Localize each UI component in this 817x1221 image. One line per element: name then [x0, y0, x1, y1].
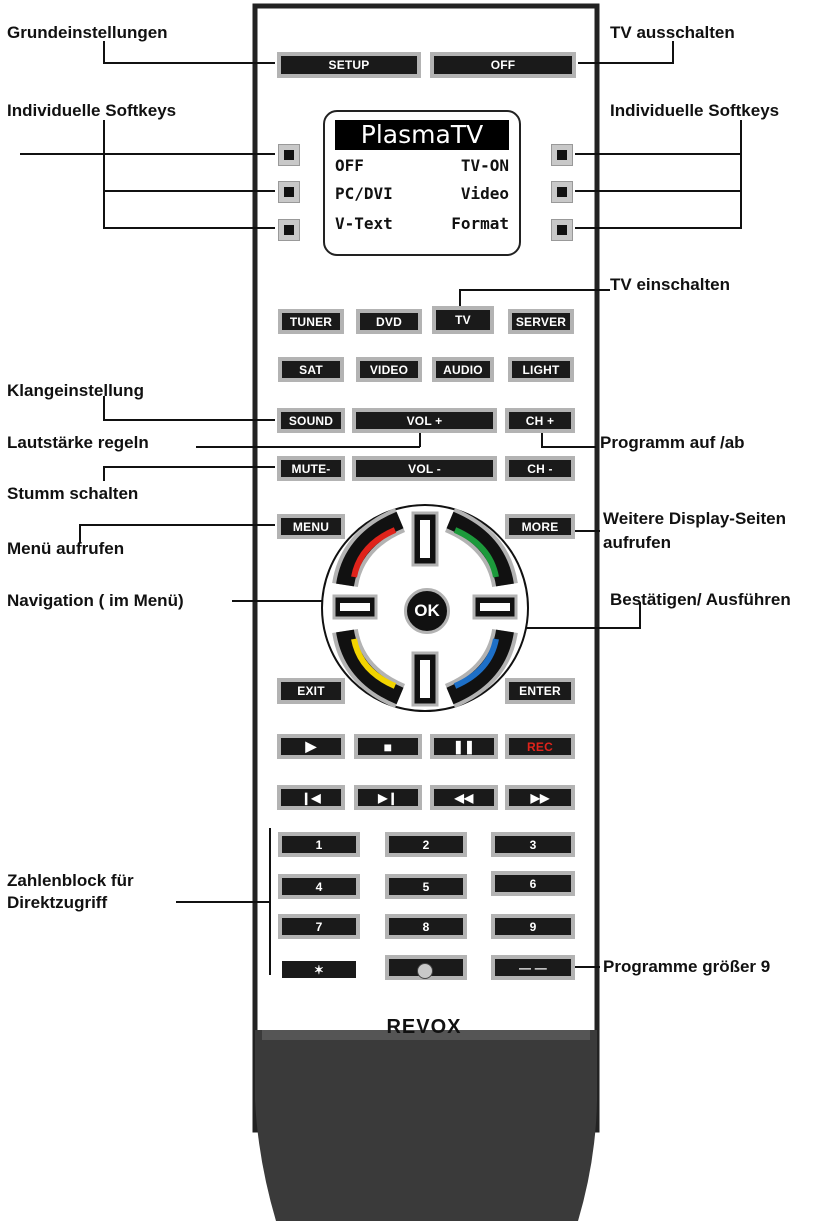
num-2-button[interactable]: 2 — [385, 832, 467, 857]
stop-icon: ■ — [383, 738, 393, 755]
fast-forward-button[interactable]: ▶▶ — [505, 785, 575, 810]
audio-button[interactable]: AUDIO — [432, 357, 494, 382]
setup-button[interactable]: SETUP — [277, 52, 421, 78]
vol-plus-button[interactable]: VOL + — [352, 408, 497, 433]
label-menu: Menü aufrufen — [7, 539, 125, 558]
lcd-row-3-right: Format — [451, 214, 509, 233]
label-tv-ausschalten: TV ausschalten — [610, 23, 735, 42]
label-softkeys-left: Individuelle Softkeys — [7, 101, 177, 120]
softkey-right-3[interactable] — [551, 219, 573, 241]
lcd-row-3-left: V-Text — [335, 214, 393, 233]
color-keys — [332, 508, 518, 708]
enter-button[interactable]: ENTER — [505, 678, 575, 704]
num-1-button[interactable]: 1 — [278, 832, 360, 857]
ch-plus-button[interactable]: CH + — [505, 408, 575, 433]
revox-logo: REVOX — [386, 1016, 462, 1038]
ir-led — [417, 963, 433, 979]
lcd-row-2-left: PC/DVI — [335, 184, 393, 203]
skip-forward-button[interactable]: ▶❙ — [354, 785, 422, 810]
num-8-button[interactable]: 8 — [385, 914, 467, 939]
sound-button[interactable]: SOUND — [277, 408, 345, 433]
video-button[interactable]: VIDEO — [356, 357, 422, 382]
lcd-display: PlasmaTV OFF TV-ON PC/DVI Video V-Text F… — [323, 110, 521, 256]
skip-forward-icon: ▶❙ — [378, 790, 398, 805]
light-button[interactable]: LIGHT — [508, 357, 574, 382]
pause-button[interactable]: ❚❚ — [430, 734, 498, 759]
label-weitere-2: aufrufen — [603, 533, 671, 552]
vol-minus-button[interactable]: VOL - — [352, 456, 497, 481]
softkey-left-2[interactable] — [278, 181, 300, 203]
lcd-row: OFF TV-ON — [335, 156, 509, 175]
lcd-row-1-right: TV-ON — [460, 156, 509, 175]
label-navigation: Navigation ( im Menü) — [7, 591, 184, 610]
softkey-left-3[interactable] — [278, 219, 300, 241]
menu-button[interactable]: MENU — [277, 514, 345, 539]
label-zahlenblock-2: Direktzugriff — [7, 893, 108, 912]
rec-button[interactable]: REC — [505, 734, 575, 759]
label-zahlenblock-1: Zahlenblock für — [7, 871, 134, 890]
dvd-button[interactable]: DVD — [356, 309, 422, 334]
label-programm: Programm auf /ab — [600, 433, 745, 452]
pause-icon: ❚❚ — [452, 738, 476, 754]
skip-back-button[interactable]: ❙◀ — [277, 785, 345, 810]
lcd-title: PlasmaTV — [335, 120, 509, 150]
exit-button[interactable]: EXIT — [277, 678, 345, 704]
off-button[interactable]: OFF — [430, 52, 576, 78]
rewind-icon: ◀◀ — [454, 790, 474, 805]
lcd-row: V-Text Format — [335, 214, 509, 233]
softkey-right-2[interactable] — [551, 181, 573, 203]
server-button[interactable]: SERVER — [508, 309, 574, 334]
mute-button[interactable]: MUTE- — [277, 456, 345, 481]
label-grundeinstellungen: Grundeinstellungen — [7, 23, 168, 42]
label-programme-9: Programme größer 9 — [603, 957, 771, 976]
label-softkeys-right: Individuelle Softkeys — [610, 101, 780, 120]
ch-minus-button[interactable]: CH - — [505, 456, 575, 481]
direction-keys — [332, 511, 518, 707]
num-4-button[interactable]: 4 — [278, 874, 360, 899]
lcd-row-1-left: OFF — [335, 156, 364, 175]
dash-button[interactable]: — — — [491, 955, 575, 980]
lcd-row-2-right: Video — [460, 184, 509, 203]
num-9-button[interactable]: 9 — [491, 914, 575, 939]
ok-button[interactable]: OK — [404, 588, 450, 634]
label-klangeinstellung: Klangeinstellung — [7, 381, 144, 400]
lcd-row: PC/DVI Video — [335, 184, 509, 203]
tv-button[interactable]: TV — [432, 306, 494, 334]
label-lautstaerke: Lautstärke regeln — [7, 433, 149, 452]
num-6-button[interactable]: 6 — [491, 871, 575, 896]
skip-back-icon: ❙◀ — [301, 790, 321, 805]
star-button[interactable]: ✶ — [278, 957, 360, 982]
more-button[interactable]: MORE — [505, 514, 575, 539]
play-button[interactable]: ▶ — [277, 734, 345, 759]
softkey-right-1[interactable] — [551, 144, 573, 166]
softkey-left-1[interactable] — [278, 144, 300, 166]
play-icon: ▶ — [305, 738, 317, 754]
num-7-button[interactable]: 7 — [278, 914, 360, 939]
tuner-button[interactable]: TUNER — [278, 309, 344, 334]
fast-forward-icon: ▶▶ — [530, 790, 550, 805]
stop-button[interactable]: ■ — [354, 734, 422, 759]
num-3-button[interactable]: 3 — [491, 832, 575, 857]
label-tv-einschalten: TV einschalten — [610, 275, 730, 294]
label-bestaetigen: Bestätigen/ Ausführen — [610, 590, 791, 609]
rewind-button[interactable]: ◀◀ — [430, 785, 498, 810]
sat-button[interactable]: SAT — [278, 357, 344, 382]
num-5-button[interactable]: 5 — [385, 874, 467, 899]
label-stumm: Stumm schalten — [7, 484, 139, 503]
label-weitere-1: Weitere Display-Seiten — [603, 509, 786, 528]
